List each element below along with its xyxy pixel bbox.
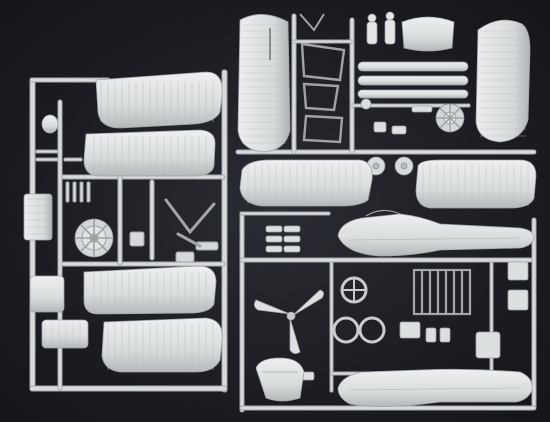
bottom-right-sprue bbox=[239, 209, 537, 413]
wheels bbox=[366, 156, 414, 176]
left-v-strut bbox=[164, 198, 216, 248]
left-sprue bbox=[23, 69, 228, 393]
small-parts-cluster bbox=[360, 98, 433, 135]
left-small-struts bbox=[35, 149, 219, 263]
cockpit-panel-part bbox=[401, 16, 455, 52]
fuselage-half-upper bbox=[337, 213, 535, 257]
top-right-sprue bbox=[235, 11, 537, 209]
strut-frames bbox=[299, 13, 346, 144]
left-small-cap-part bbox=[41, 114, 59, 134]
propeller bbox=[254, 289, 324, 354]
fuselage-half-lower bbox=[337, 368, 533, 407]
small-block-parts bbox=[299, 261, 529, 381]
left-radial-engine bbox=[74, 218, 114, 258]
long-cylinder-parts bbox=[357, 61, 469, 99]
top-right-engine bbox=[435, 103, 465, 133]
ladder-part bbox=[412, 268, 472, 316]
cylinder-rack-left bbox=[265, 225, 301, 253]
control-wheels bbox=[332, 276, 386, 344]
top-right-sprue-frame bbox=[235, 13, 537, 155]
left-lower-flap-part bbox=[29, 275, 65, 313]
cowling-part bbox=[255, 357, 305, 402]
pilot-figures bbox=[366, 11, 396, 45]
